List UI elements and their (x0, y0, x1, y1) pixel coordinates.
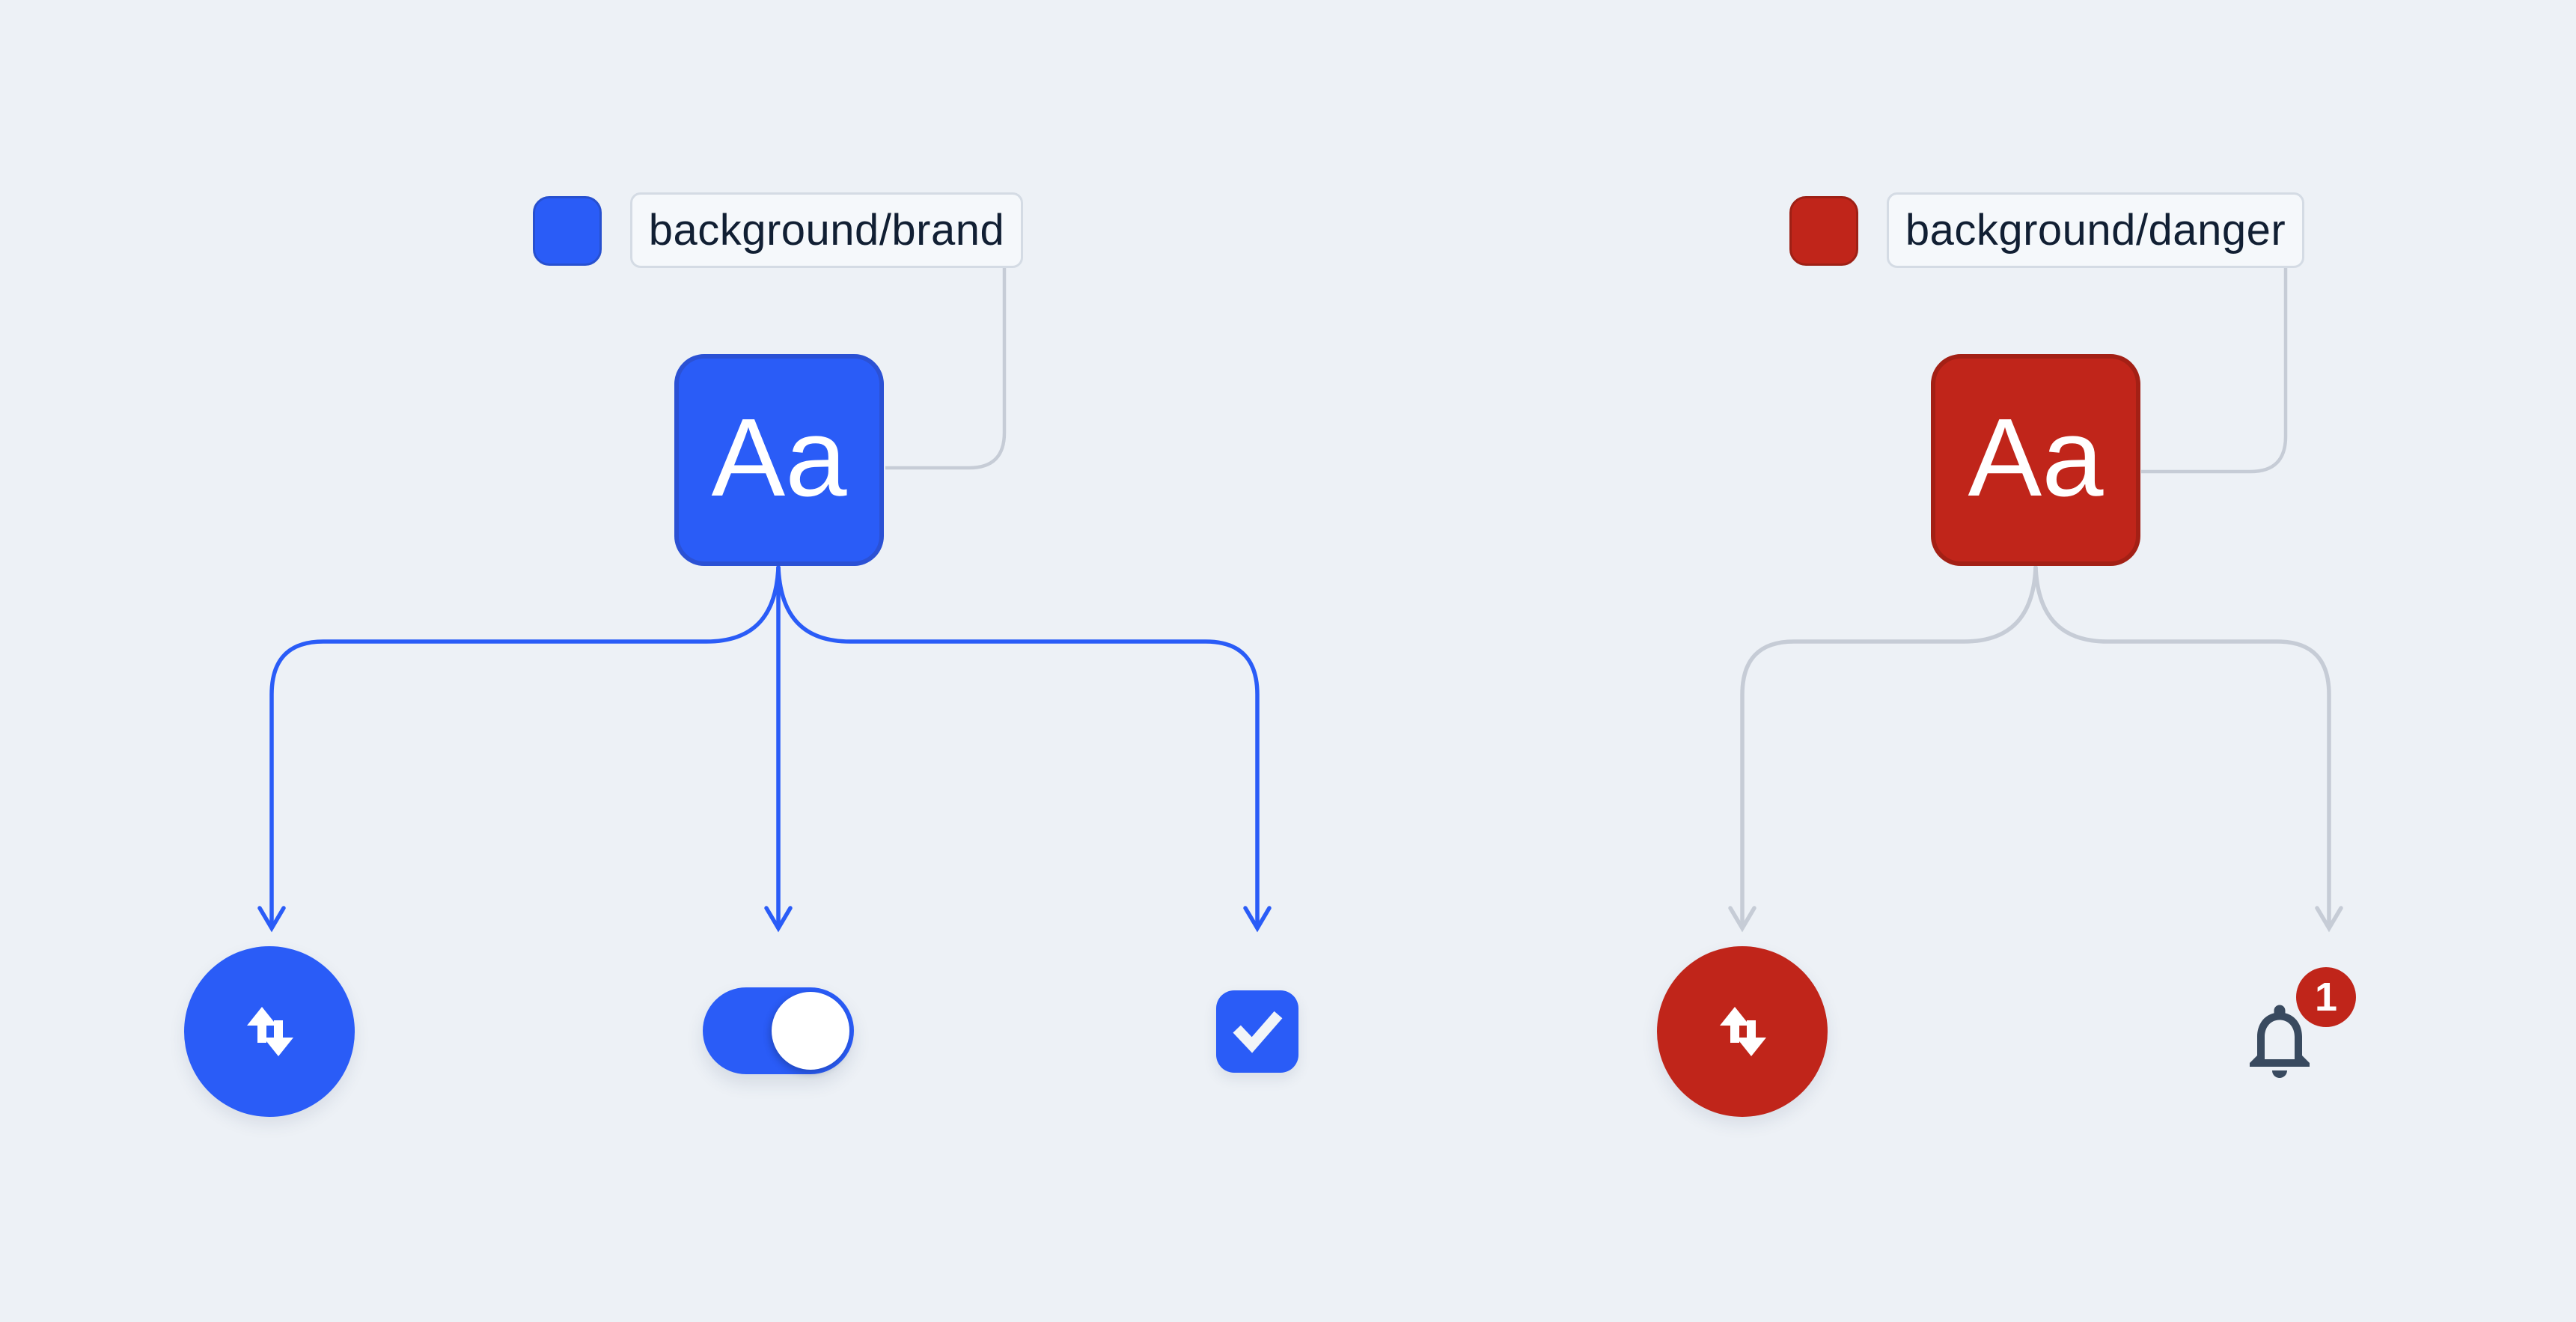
notification-badge: 1 (2296, 967, 2356, 1027)
brand-tile-text: Aa (711, 395, 847, 520)
brand-token-label-text: background/brand (648, 206, 1005, 255)
toggle-knob[interactable] (772, 992, 849, 1070)
brand-label-connector (885, 268, 1007, 470)
sort-arrows-icon (1720, 1007, 1766, 1056)
toggle-switch[interactable] (703, 987, 854, 1074)
checkbox[interactable] (1216, 990, 1298, 1073)
danger-label-connector (2141, 268, 2288, 474)
danger-sort-button[interactable] (1657, 946, 1828, 1117)
danger-style-tile: Aa (1931, 354, 2140, 566)
danger-tile-text: Aa (1968, 395, 2104, 520)
danger-token-label-text: background/danger (1905, 206, 2286, 255)
brand-color-swatch (533, 196, 602, 266)
notification-badge-count: 1 (2314, 975, 2338, 1020)
notification-bell[interactable]: 1 (2235, 967, 2362, 1094)
checkmark-icon (1233, 1011, 1283, 1053)
sort-arrows-icon (247, 1007, 293, 1056)
brand-sort-button[interactable] (184, 946, 355, 1117)
danger-token-label: background/danger (1887, 192, 2304, 268)
danger-fork-arrows (1728, 565, 2343, 933)
bell-icon (2250, 1005, 2310, 1078)
brand-token-label: background/brand (630, 192, 1023, 268)
brand-style-tile: Aa (674, 354, 884, 566)
brand-fork-arrows (257, 565, 1272, 933)
danger-color-swatch (1789, 196, 1858, 266)
